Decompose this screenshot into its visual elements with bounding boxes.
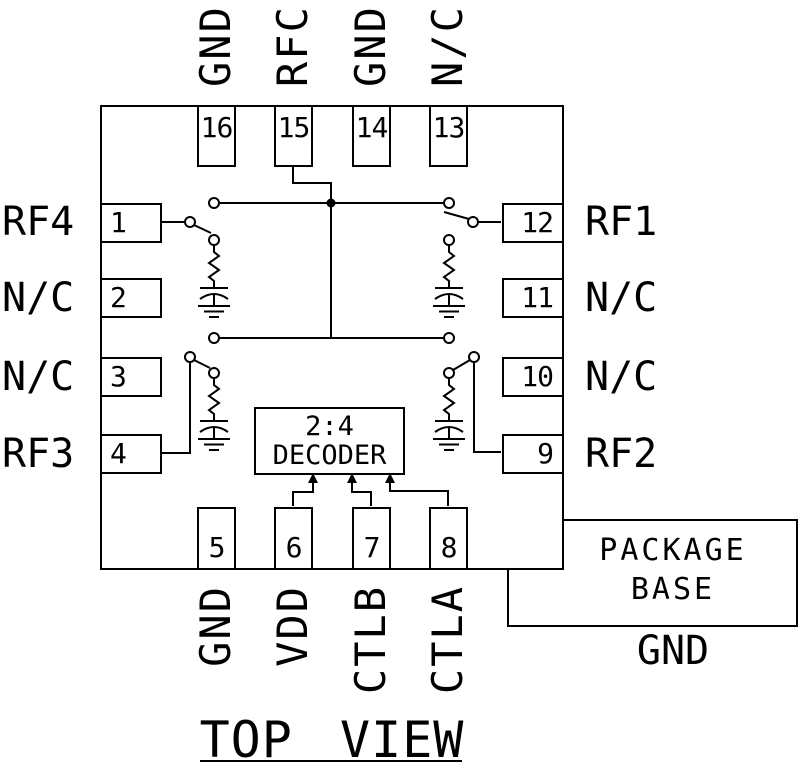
pin-8-box: 8: [429, 507, 468, 570]
pin-6-number: 6: [285, 531, 303, 564]
switch-rf3-arm: [193, 359, 211, 369]
pin-6-box: 6: [274, 507, 313, 570]
pin-15-box: 15: [274, 105, 313, 167]
package-base-label-line2: BASE: [630, 572, 716, 607]
pin-9-number: 9: [537, 437, 554, 470]
pin-9-box: 9: [502, 434, 564, 474]
pin-3-function-label: N/C: [2, 354, 75, 400]
pin-1-number: 1: [110, 206, 127, 239]
pin-1-function-label: RF4: [2, 199, 75, 245]
pin-14-number: 14: [355, 111, 389, 144]
pin-13-box: 13: [429, 105, 468, 167]
pin-2-number: 2: [110, 281, 127, 314]
decoder-label-line1: 2:4: [305, 411, 354, 442]
package-base-label: PACKAGE BASE: [573, 531, 773, 609]
pin-12-function-label: RF1: [585, 199, 658, 245]
switch-rf3: [162, 351, 211, 454]
arrow-up-icon: [385, 473, 395, 483]
pin-5-box: 5: [197, 507, 236, 570]
shunt-network-rf2: [433, 367, 465, 451]
decoder-input-arrows: [292, 473, 449, 506]
ground-symbol: [433, 438, 465, 451]
decoder-block: 2:4 DECODER: [254, 407, 405, 475]
pin-4-number: 4: [110, 437, 127, 470]
pin-11-box: 11: [502, 278, 564, 318]
pin-14-box: 14: [352, 105, 391, 167]
pin-5-number: 5: [208, 531, 226, 564]
arrow-up-icon: [308, 473, 318, 483]
junction-dot: [326, 198, 336, 208]
switch-rf4: [162, 216, 212, 234]
decoder-label-line2: DECODER: [272, 440, 387, 471]
pin-10-box: 10: [502, 357, 564, 397]
pin-7-number: 7: [363, 531, 381, 564]
pin-16-box: 16: [197, 105, 236, 167]
pin-12-number: 12: [521, 206, 554, 239]
pin-2-box: 2: [100, 278, 162, 318]
pin-12-box: 12: [502, 203, 564, 243]
ground-symbol: [433, 305, 465, 318]
pin-3-box: 3: [100, 357, 162, 397]
diagram-title: TOP VIEW: [199, 711, 465, 769]
pin-7-box: 7: [352, 507, 391, 570]
switch-rf1: [443, 211, 501, 228]
switch-rf2-arm: [452, 359, 471, 371]
shunt-network-rf4: [198, 234, 230, 318]
pin-3-number: 3: [110, 360, 127, 393]
pin-11-function-label: N/C: [585, 275, 658, 321]
pin-10-number: 10: [521, 360, 554, 393]
package-base-ground-label: GND: [636, 628, 710, 674]
pin-2-function-label: N/C: [2, 275, 75, 321]
pin-11-number: 11: [521, 281, 554, 314]
pin-15-number: 15: [277, 111, 311, 144]
switch-rf4-arm: [193, 224, 212, 234]
shunt-network-rf3: [198, 367, 230, 451]
ground-symbol: [198, 438, 230, 451]
rfc-bus-network: [208, 166, 455, 344]
shunt-network-rf1: [433, 234, 465, 318]
pin-4-box: 4: [100, 434, 162, 474]
pin-4-function-label: RF3: [2, 431, 75, 477]
pin-13-number: 13: [432, 111, 466, 144]
package-base-label-line1: PACKAGE: [599, 533, 747, 568]
pin-8-number: 8: [440, 531, 458, 564]
arrow-up-icon: [347, 473, 357, 483]
ground-symbol: [198, 305, 230, 318]
pin-16-number: 16: [200, 111, 234, 144]
pin-1-box: 1: [100, 203, 162, 243]
title-underline: [200, 760, 462, 762]
switch-rf2: [452, 351, 501, 453]
switch-rf1-arm: [443, 211, 470, 220]
pin-9-function-label: RF2: [585, 431, 658, 477]
pin-10-function-label: N/C: [585, 354, 658, 400]
